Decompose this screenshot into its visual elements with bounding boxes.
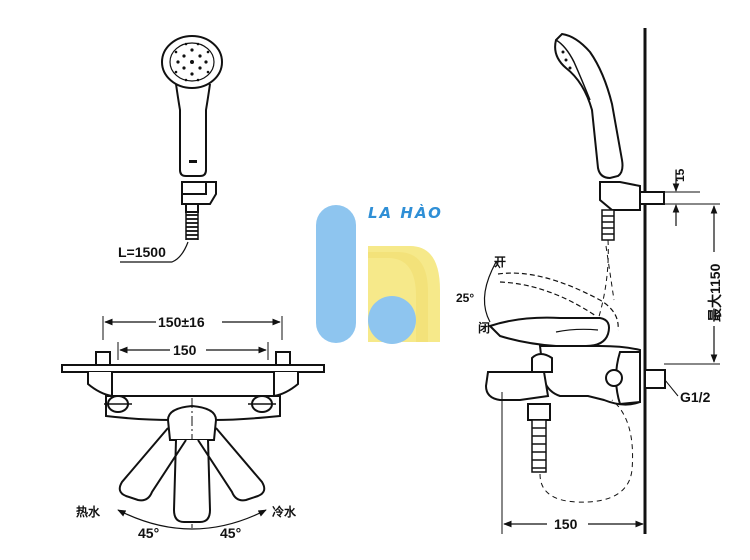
shower-hose-front [186, 214, 198, 240]
handle-center-position [172, 439, 212, 523]
hose-outlet-nut [527, 403, 551, 421]
outer-span-label: 150±16 [158, 314, 205, 330]
max-height-label: 最大1150 [707, 263, 723, 322]
logo-blue-bar [316, 205, 356, 343]
watermark-logo: LA HÀO [316, 203, 443, 344]
shower-hose-edges [185, 213, 199, 240]
lever-detail [555, 328, 599, 333]
right-escutcheon [273, 372, 299, 398]
left-eccentric-nut [95, 351, 111, 366]
lever-open-dashed-lower [499, 281, 597, 317]
shower-nozzles [174, 42, 210, 82]
side-escutcheon [615, 351, 641, 406]
handle-hot-position [118, 427, 187, 502]
inner-span-label: 150 [173, 342, 197, 358]
hose-path-upper [597, 239, 615, 321]
handle-cold-position [197, 427, 266, 502]
left-escutcheon [87, 372, 113, 398]
shower-head-face [161, 35, 223, 89]
side-hose-connector [601, 209, 615, 241]
lever-angle-label: 25° [456, 291, 474, 305]
bracket-wall-plate [639, 191, 665, 205]
side-pipe-connection [644, 369, 666, 389]
side-shower-nozzles [561, 50, 572, 70]
logo-blue-circle [368, 296, 416, 344]
open-arrow [491, 260, 501, 271]
hose-length-label: L=1500 [118, 244, 166, 260]
lever-closed [488, 316, 610, 347]
lever-open-dashed [497, 272, 619, 331]
rotation-arc [117, 509, 267, 530]
shower-connector [185, 204, 199, 213]
reach-label: 150 [554, 516, 578, 532]
cold-angle-label: 45° [220, 525, 241, 541]
bracket-height-label: 15 [673, 168, 687, 182]
side-wall-bracket [599, 181, 641, 211]
front-view: 150±16 150 热水 冷水 45° 45° [61, 314, 325, 541]
side-lower-hose-ribs [532, 427, 546, 469]
diverter-knob [531, 353, 553, 373]
hot-angle-label: 45° [138, 525, 159, 541]
side-hose-ribs [602, 215, 614, 235]
hot-water-label: 热水 [76, 504, 101, 519]
logo-brand-text: LA HÀO [368, 203, 443, 222]
hose-leader-line [120, 241, 189, 263]
open-label: 开 [494, 255, 506, 269]
cold-water-label: 冷水 [272, 504, 297, 519]
wall-surface-line [61, 364, 325, 373]
close-label: 闭 [478, 320, 490, 335]
lever-angle-arc [483, 269, 493, 323]
g12-leader [664, 379, 679, 397]
hand-shower-front [161, 35, 223, 213]
shower-handle-mark [189, 160, 197, 163]
right-eccentric-nut [275, 351, 291, 366]
hose-path-lower [539, 399, 634, 503]
side-lower-hose [531, 419, 547, 473]
max-height-label-bg [704, 252, 724, 326]
side-shower-head-handle [554, 32, 624, 180]
side-shower-face-line [555, 39, 591, 101]
shower-head-inner-ring [169, 42, 215, 82]
side-view: 15 最大1150 开 闭 25° [456, 28, 724, 534]
side-inlet-nut [605, 369, 623, 387]
shower-bracket-upper [181, 181, 207, 195]
side-spout [484, 371, 550, 401]
connection-size-label: G1/2 [680, 389, 711, 405]
shower-handle [175, 83, 211, 177]
shower-bracket-clamp [181, 181, 217, 205]
